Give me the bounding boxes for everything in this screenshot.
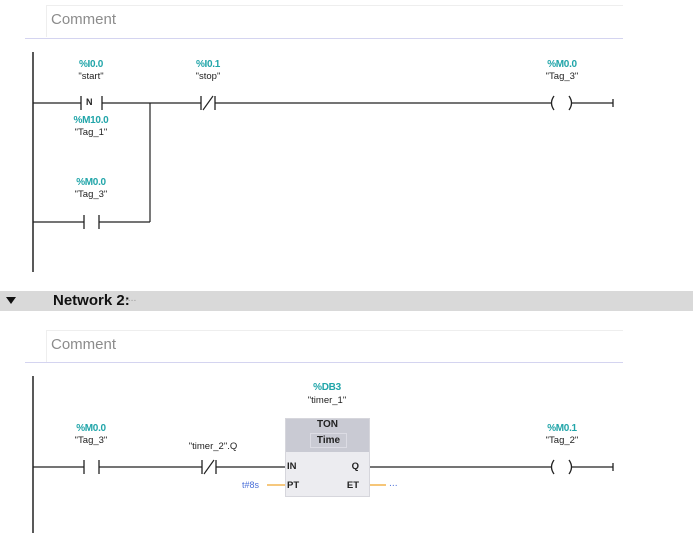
- edge-memory-symbol[interactable]: "Tag_1": [74, 127, 108, 138]
- edge-label: N: [86, 97, 93, 107]
- pt-value[interactable]: t#8s: [242, 480, 260, 490]
- et-value[interactable]: ...: [389, 479, 398, 489]
- coil-tag2-symbol: [550, 459, 573, 475]
- coil-tag2-symbol-label[interactable]: "Tag_2": [545, 435, 579, 446]
- nc-contact-stop-symbol: [200, 95, 216, 111]
- collapse-triangle-icon[interactable]: [6, 297, 16, 304]
- coil-tag3-address[interactable]: %M0.0: [547, 59, 577, 70]
- network-2-comment-underline: [25, 362, 623, 363]
- contact-start-symbol[interactable]: "start": [78, 71, 104, 82]
- pin-pt: PT: [287, 480, 300, 491]
- ton-timer-block[interactable]: TON Time IN PT Q ET: [285, 418, 370, 497]
- timer-instance-symbol[interactable]: "timer_1": [307, 395, 347, 406]
- network-2-title: Network 2:: [53, 292, 130, 309]
- contact-hold-address[interactable]: %M0.0: [76, 177, 106, 188]
- ton-block-type: TON: [317, 419, 338, 430]
- coil-tag3-symbol: [550, 95, 573, 111]
- network-2-comment-field[interactable]: Comment: [46, 330, 623, 362]
- no-contact-tag3-symbol: [83, 460, 100, 474]
- pin-et: ET: [346, 480, 359, 491]
- network-2-title-field[interactable]: .....: [122, 294, 137, 304]
- no-contact-hold-symbol: [83, 215, 100, 229]
- ton-block-header: TON Time: [286, 419, 369, 452]
- nc-contact-timer2-symbol: [201, 459, 217, 475]
- contact-stop-symbol[interactable]: "stop": [195, 71, 221, 82]
- network-2-header[interactable]: Network 2: .....: [0, 291, 693, 311]
- contact-tag3-symbol[interactable]: "Tag_3": [74, 435, 108, 446]
- coil-tag2-address[interactable]: %M0.1: [547, 423, 577, 434]
- contact-timer2-symbol[interactable]: "timer_2".Q: [188, 441, 238, 452]
- edge-memory-address[interactable]: %M10.0: [73, 115, 109, 126]
- contact-start-address[interactable]: %I0.0: [78, 59, 104, 70]
- contact-tag3-address[interactable]: %M0.0: [76, 423, 106, 434]
- contact-hold-symbol[interactable]: "Tag_3": [74, 189, 108, 200]
- timer-instance-address[interactable]: %DB3: [313, 382, 341, 393]
- pin-in: IN: [287, 461, 297, 472]
- contact-stop-address[interactable]: %I0.1: [195, 59, 221, 70]
- coil-tag3-symbol-label[interactable]: "Tag_3": [545, 71, 579, 82]
- network-1-comment-field[interactable]: Comment: [46, 5, 623, 37]
- ton-block-subtype-dropdown[interactable]: Time: [310, 433, 347, 448]
- network-1-comment-underline: [25, 38, 623, 39]
- pin-q: Q: [351, 461, 359, 472]
